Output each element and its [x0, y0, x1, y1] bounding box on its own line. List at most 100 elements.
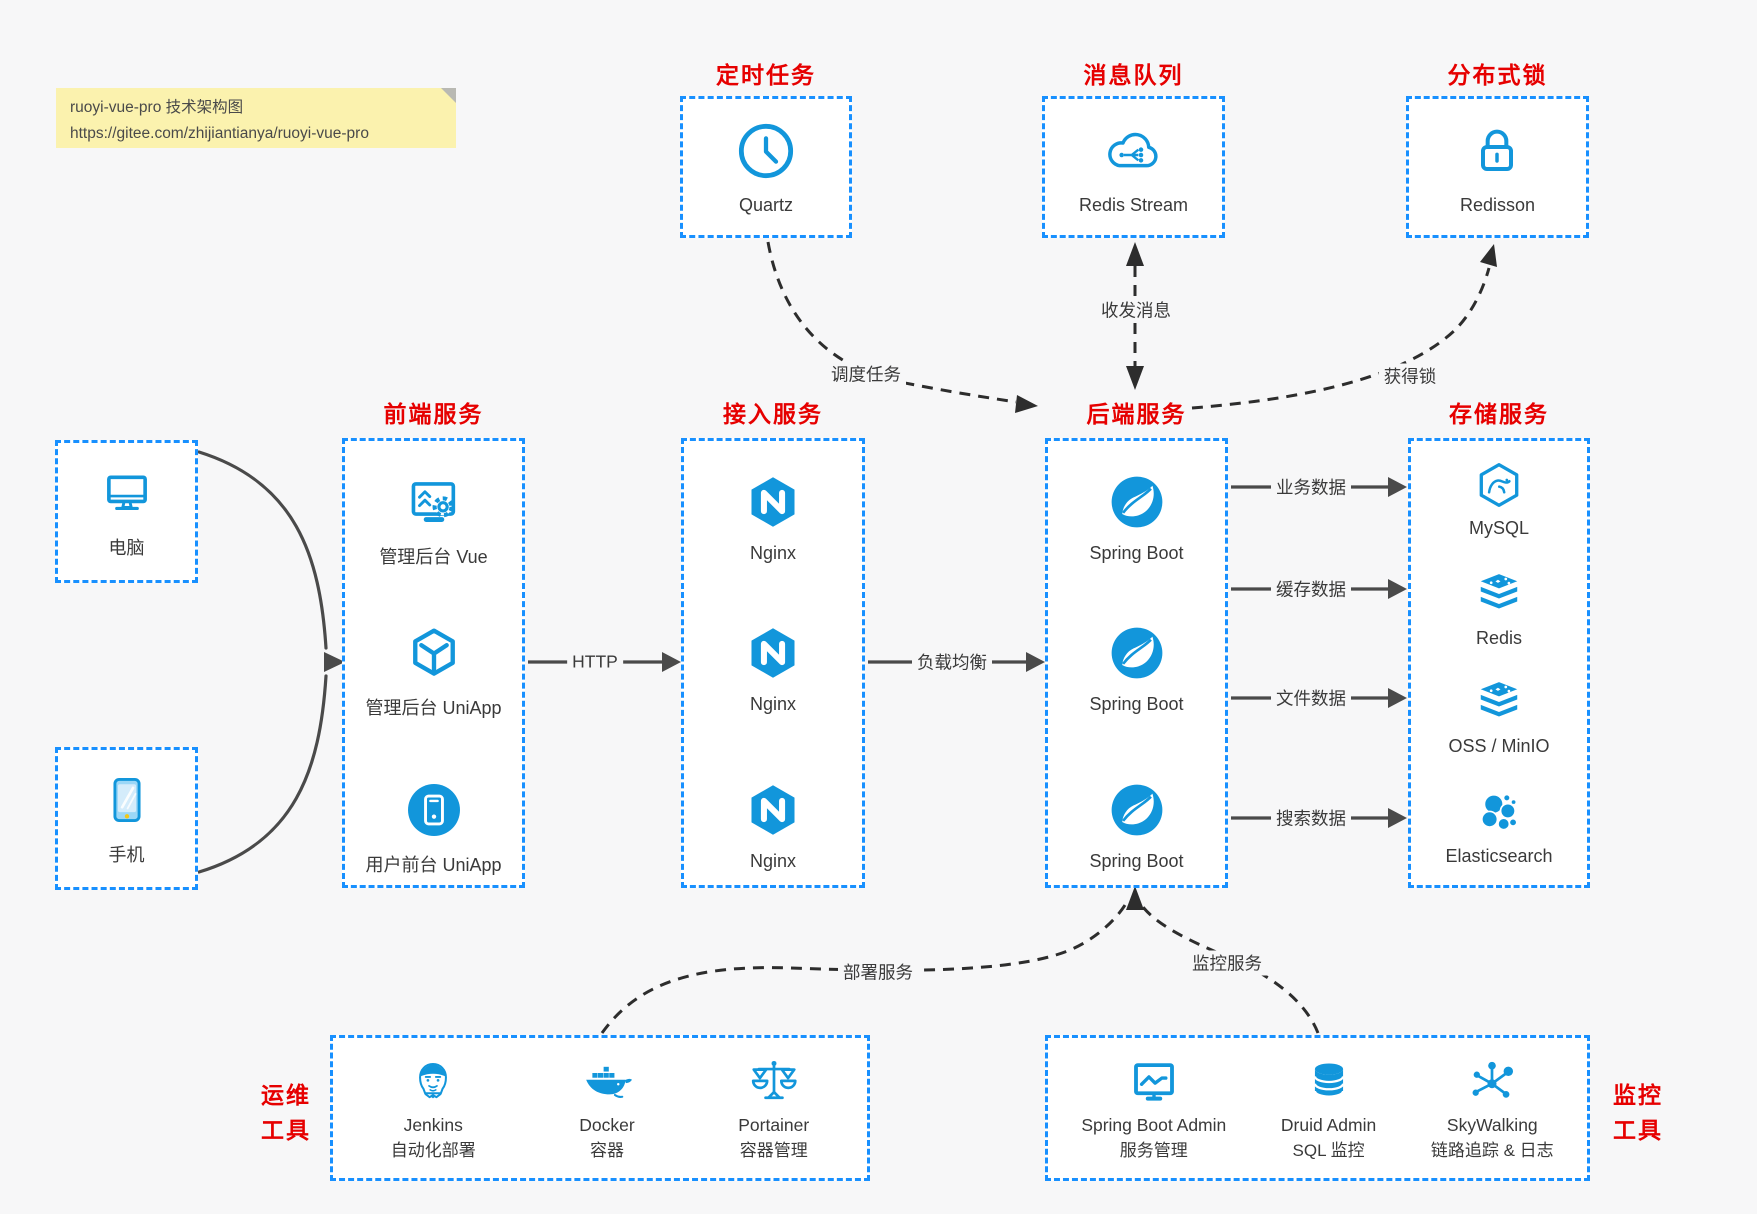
cloud-stream-icon [1101, 119, 1165, 183]
edge-label-cache-data: 缓存数据 [1271, 576, 1351, 602]
arrowhead-message-up [1126, 242, 1144, 266]
note-fold-corner [441, 88, 456, 103]
lock-icon [1465, 119, 1529, 183]
node-label: Redisson [1459, 194, 1536, 215]
arrowhead-schedule [1015, 395, 1038, 413]
node-label: Spring Boot [1089, 543, 1184, 563]
phone-icon [98, 771, 156, 829]
edge-label-file-data: 文件数据 [1271, 685, 1351, 711]
group-title-frontend: 前端服务 [383, 401, 484, 427]
diagram-node: Spring Boot [1048, 781, 1225, 872]
monitor-label-line1: 监控 [1613, 1082, 1663, 1108]
node-label: Redis Stream [1078, 194, 1189, 215]
node-label: Druid Admin [1280, 1115, 1377, 1135]
group-title-distributed-lock: 分布式锁 [1447, 62, 1548, 88]
nginx-icon [744, 624, 802, 682]
arrows-backend-to-storage [1231, 485, 1390, 820]
desktop-icon [98, 464, 156, 522]
diagram-node: Redis [1411, 570, 1587, 649]
ops-label-line1: 运维 [261, 1082, 311, 1108]
arrowhead-message-down [1126, 366, 1144, 390]
user-app-icon [405, 781, 463, 839]
nginx-icon [744, 781, 802, 839]
note-title: ruoyi-vue-pro 技术架构图 [70, 99, 244, 116]
uniapp-cube-icon [405, 624, 463, 682]
diagram-node: 电脑 [98, 464, 156, 560]
mysql-icon [1474, 460, 1524, 510]
node-label: 手机 [108, 844, 145, 865]
group-title-message-queue: 消息队列 [1083, 62, 1184, 88]
node-label: 电脑 [108, 537, 145, 558]
node-sublabel: 容器管理 [739, 1141, 808, 1160]
group-title-storage: 存储服务 [1449, 401, 1549, 427]
ops-tools-label: 运维 工具 [248, 1078, 324, 1147]
arrowheads-backend-to-storage [1388, 477, 1407, 828]
diagram-node: Elasticsearch [1411, 788, 1587, 867]
diagram-node: OSS / MinIO [1411, 678, 1587, 757]
node-sublabel: 自动化部署 [390, 1141, 476, 1160]
edge-label-schedule-task: 调度任务 [826, 361, 906, 387]
edge-label-business-data: 业务数据 [1271, 474, 1351, 500]
sticky-note: ruoyi-vue-pro 技术架构图 https://gitee.com/zh… [56, 88, 456, 148]
node-label: MySQL [1468, 518, 1529, 538]
clock-icon [734, 119, 798, 183]
node-label: Spring Boot [1089, 851, 1184, 871]
node-label: Docker [579, 1115, 635, 1135]
group-title-backend: 后端服务 [1086, 401, 1187, 427]
node-label: Jenkins [403, 1115, 463, 1135]
diagram-node: Redisson [1460, 119, 1535, 216]
diagram-node: 管理后台 Vue [345, 473, 522, 569]
edge-label-search-data: 搜索数据 [1271, 805, 1351, 831]
redis-stream-box: Redis Stream [1042, 96, 1225, 238]
node-label: Nginx [749, 543, 797, 563]
node-sublabel: 链路追踪 & 日志 [1430, 1141, 1554, 1160]
node-label: SkyWalking [1446, 1115, 1538, 1135]
diagram-node: Nginx [684, 473, 862, 564]
diagram-node: Quartz [734, 119, 798, 216]
nginx-icon [744, 473, 802, 531]
quartz-box: Quartz [680, 96, 852, 238]
diagram-node: Spring Boot [1048, 624, 1225, 715]
edge-label-acquire-lock: 获得锁 [1378, 363, 1442, 389]
dashed-arrowheads [1015, 242, 1497, 910]
ops-label-line2: 工具 [261, 1116, 311, 1143]
spring-icon [1108, 781, 1166, 839]
node-label: Elasticsearch [1445, 846, 1553, 866]
spring-icon [1108, 473, 1166, 531]
monitor-label-line2: 工具 [1613, 1116, 1663, 1143]
node-label: Spring Boot [1089, 694, 1184, 714]
arrowhead-backend-bottom [1126, 886, 1144, 910]
edge-label-load-balance: 负载均衡 [912, 649, 992, 675]
druid-icon [1302, 1055, 1356, 1109]
pc-box: 电脑 [55, 440, 198, 583]
portainer-icon [747, 1055, 801, 1109]
node-sublabel: SQL 监控 [1292, 1141, 1365, 1160]
edge-label-monitor-service: 监控服务 [1187, 950, 1267, 976]
skywalking-icon [1465, 1055, 1519, 1109]
edge-label-send-receive-message: 收发消息 [1096, 297, 1176, 323]
redis-icon [1474, 570, 1524, 620]
node-label: Quartz [738, 194, 794, 215]
monitor-tools-label: 监控 工具 [1600, 1078, 1676, 1147]
frontend-box: 管理后台 Vue 管理后台 UniApp 用户前台 UniApp [342, 438, 525, 888]
node-label: Nginx [749, 694, 797, 714]
diagram-node: Redis Stream [1079, 119, 1188, 216]
diagram-node: Nginx [684, 781, 862, 872]
diagram-node: 用户前台 UniApp [345, 781, 522, 877]
node-label: 管理后台 UniApp [365, 698, 502, 718]
diagram-node: SkyWalking 链路追踪 & 日志 [1431, 1055, 1554, 1161]
mobile-box: 手机 [55, 747, 198, 890]
arrowhead-load-balance [1026, 652, 1045, 672]
redis-icon [1474, 678, 1524, 728]
arrow-devices-to-frontend [197, 450, 328, 874]
docker-icon [580, 1055, 634, 1109]
diagram-node: Nginx [684, 624, 862, 715]
node-label: Spring Boot Admin [1081, 1115, 1227, 1135]
jenkins-icon [406, 1055, 460, 1109]
edge-label-http: HTTP [567, 651, 623, 673]
